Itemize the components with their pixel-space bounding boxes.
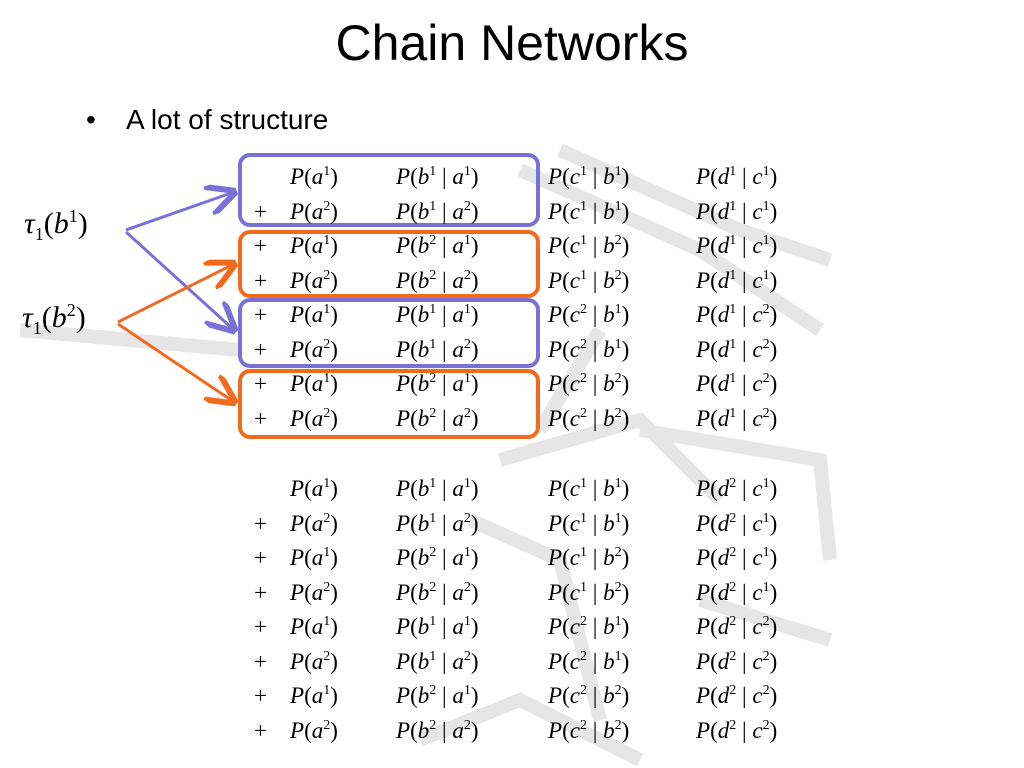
term-p-c-given-b: P(c2 | b1) xyxy=(548,302,630,327)
term-p-c-given-b: P(c2 | b1) xyxy=(548,336,630,362)
term-p-d-given-c: P(d1 | c1) xyxy=(696,267,778,293)
tau-b2-label: τ1(b2) xyxy=(22,300,86,338)
term-p-a: P(a1) xyxy=(290,233,338,258)
plus-sign: + xyxy=(254,233,267,258)
term-p-a: P(a1) xyxy=(290,164,338,189)
term-p-c-given-b: P(c2 | b2) xyxy=(548,717,630,743)
term-p-d-given-c: P(d1 | c2) xyxy=(696,371,778,396)
term-p-c-given-b: P(c1 | b1) xyxy=(548,198,630,224)
term-p-b-given-a: P(b1 | a1) xyxy=(396,614,479,639)
term-p-b-given-a: P(b2 | a2) xyxy=(396,405,479,431)
term-p-d-given-c: P(d1 | c1) xyxy=(696,198,778,224)
tau-symbol: τ xyxy=(24,207,35,240)
plus-sign: + xyxy=(254,371,267,396)
term-p-b-given-a: P(b1 | a2) xyxy=(396,510,479,536)
term-p-c-given-b: P(c1 | b1) xyxy=(548,164,630,189)
term-p-c-given-b: P(c1 | b2) xyxy=(548,267,630,293)
tau-variable: b xyxy=(51,301,67,334)
term-p-a: P(a1) xyxy=(290,371,338,396)
term-p-d-given-c: P(d2 | c1) xyxy=(696,545,778,570)
term-p-d-given-c: P(d2 | c1) xyxy=(696,476,778,501)
slide-title: Chain Networks xyxy=(335,15,689,71)
term-p-a: P(a2) xyxy=(290,336,338,362)
term-p-b-given-a: P(b1 | a2) xyxy=(396,336,479,362)
term-p-a: P(a2) xyxy=(290,267,338,293)
plus-sign: + xyxy=(254,683,267,708)
term-p-c-given-b: P(c2 | b2) xyxy=(548,683,630,708)
tau-symbol: τ xyxy=(22,301,33,334)
term-p-a: P(a2) xyxy=(290,405,338,431)
term-p-a: P(a2) xyxy=(290,648,338,674)
term-p-d-given-c: P(d2 | c1) xyxy=(696,510,778,536)
term-p-a: P(a1) xyxy=(290,545,338,570)
term-p-b-given-a: P(b2 | a1) xyxy=(396,683,479,708)
arrow-tau-b2-to-box-4 xyxy=(117,322,234,402)
tau-subscript: 1 xyxy=(32,318,42,338)
tau-variable: b xyxy=(53,207,69,240)
tau-superscript: 2 xyxy=(66,300,76,320)
term-p-d-given-c: P(d1 | c2) xyxy=(696,302,778,327)
plus-sign: + xyxy=(254,545,267,570)
term-p-b-given-a: P(b1 | a2) xyxy=(396,198,479,224)
plus-sign: + xyxy=(254,579,267,605)
term-p-c-given-b: P(c1 | b2) xyxy=(548,545,630,570)
term-p-c-given-b: P(c1 | b1) xyxy=(548,476,630,501)
term-p-b-given-a: P(b1 | a2) xyxy=(396,648,479,674)
term-p-a: P(a1) xyxy=(290,302,338,327)
term-p-d-given-c: P(d1 | c1) xyxy=(696,164,778,189)
term-p-d-given-c: P(d1 | c1) xyxy=(696,233,778,258)
term-p-b-given-a: P(b2 | a1) xyxy=(396,545,479,570)
bullet-marker: • xyxy=(86,104,96,135)
term-p-a: P(a1) xyxy=(290,614,338,639)
term-p-a: P(a2) xyxy=(290,510,338,536)
plus-sign: + xyxy=(254,336,267,362)
plus-sign: + xyxy=(254,614,267,639)
term-p-a: P(a2) xyxy=(290,717,338,743)
term-p-a: P(a1) xyxy=(290,476,338,501)
term-p-d-given-c: P(d2 | c2) xyxy=(696,614,778,639)
term-p-b-given-a: P(b1 | a1) xyxy=(396,164,479,189)
plus-sign: + xyxy=(254,510,267,536)
term-p-b-given-a: P(b1 | a1) xyxy=(396,302,479,327)
term-p-d-given-c: P(d1 | c2) xyxy=(696,336,778,362)
term-p-a: P(a2) xyxy=(290,579,338,605)
term-p-c-given-b: P(c1 | b2) xyxy=(548,233,630,258)
plus-sign: + xyxy=(254,267,267,293)
term-p-d-given-c: P(d2 | c1) xyxy=(696,579,778,605)
term-p-b-given-a: P(b2 | a1) xyxy=(396,371,479,396)
term-p-c-given-b: P(c1 | b2) xyxy=(548,579,630,605)
term-p-b-given-a: P(b2 | a1) xyxy=(396,233,479,258)
plus-sign: + xyxy=(254,717,267,743)
term-p-d-given-c: P(d2 | c2) xyxy=(696,717,778,743)
term-p-d-given-c: P(d2 | c2) xyxy=(696,683,778,708)
term-p-b-given-a: P(b2 | a2) xyxy=(396,267,479,293)
term-p-c-given-b: P(c2 | b2) xyxy=(548,371,630,396)
term-p-b-given-a: P(b1 | a1) xyxy=(396,476,479,501)
term-p-a: P(a2) xyxy=(290,198,338,224)
term-p-a: P(a1) xyxy=(290,683,338,708)
term-p-c-given-b: P(c1 | b1) xyxy=(548,510,630,536)
tau-superscript: 1 xyxy=(68,206,78,226)
bullet-text: A lot of structure xyxy=(126,104,329,135)
plus-sign: + xyxy=(254,648,267,674)
term-p-d-given-c: P(d1 | c2) xyxy=(696,405,778,431)
term-p-c-given-b: P(c2 | b1) xyxy=(548,648,630,674)
term-p-d-given-c: P(d2 | c2) xyxy=(696,648,778,674)
term-p-b-given-a: P(b2 | a2) xyxy=(396,579,479,605)
arrow-tau-b1-to-box-3 xyxy=(124,230,234,330)
arrow-tau-b1-to-box-1 xyxy=(125,192,234,232)
arrow-tau-b2-to-box-2 xyxy=(117,264,234,324)
plus-sign: + xyxy=(254,405,267,431)
plus-sign: + xyxy=(254,198,267,224)
term-p-b-given-a: P(b2 | a2) xyxy=(396,717,479,743)
term-p-c-given-b: P(c2 | b2) xyxy=(548,405,630,431)
bullet-item: • A lot of structure xyxy=(86,104,328,136)
plus-sign: + xyxy=(254,302,267,327)
tau-subscript: 1 xyxy=(34,224,44,244)
tau-b1-label: τ1(b1) xyxy=(24,206,88,244)
term-p-c-given-b: P(c2 | b1) xyxy=(548,614,630,639)
